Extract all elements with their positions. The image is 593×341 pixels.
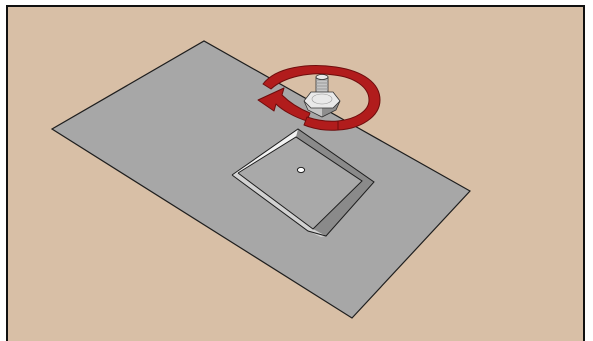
center-hole xyxy=(296,166,306,174)
assembly-illustration xyxy=(8,7,583,341)
raised-pad-outline xyxy=(231,128,375,237)
raised-pad-top xyxy=(238,137,362,229)
bolt-shank xyxy=(315,74,329,96)
rotation-arrow-front xyxy=(303,116,339,131)
raised-pad-edge xyxy=(237,136,363,230)
raised-pad-bevel-right xyxy=(296,129,374,236)
hex-nut-icon xyxy=(303,91,341,118)
raised-pad-bevel-front xyxy=(232,173,326,237)
illustration-frame xyxy=(6,5,585,341)
